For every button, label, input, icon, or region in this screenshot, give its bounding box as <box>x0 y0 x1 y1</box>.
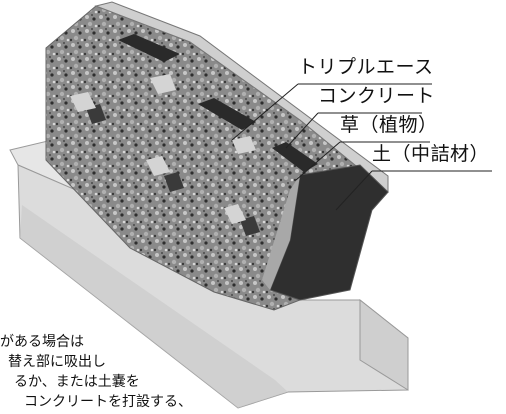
leader-line-grass <box>295 141 341 181</box>
concrete-base-shadow <box>20 205 288 408</box>
note-line: るか、または土嚢を <box>14 374 140 390</box>
block-joint <box>224 204 246 224</box>
wall-side-edge <box>262 175 300 290</box>
concrete-base-right-end <box>359 298 409 391</box>
block-joint <box>150 74 176 94</box>
leader-line-triple-ace <box>231 83 299 141</box>
note-text: がある場合は 替え部に吸出し るか、または土嚢を コンクリートを打設する、 <box>0 332 192 412</box>
block-pocket <box>240 216 260 236</box>
block-joint <box>146 156 170 176</box>
label-grass: 草（植物） <box>340 114 438 136</box>
block-pocket <box>272 142 318 172</box>
leader-line-concrete <box>285 112 319 149</box>
leader-line-soil <box>335 170 373 211</box>
note-line: 替え部に吸出し <box>8 354 106 370</box>
label-triple-ace: トリプルエース <box>298 56 434 78</box>
block-joint <box>232 136 256 154</box>
block-wall-top-rim <box>94 1 389 194</box>
label-soil: 土（中詰材） <box>372 143 490 165</box>
note-line: がある場合は <box>0 334 84 350</box>
block-pocket <box>118 34 180 62</box>
block-pocket <box>164 172 184 192</box>
label-concrete: コンクリート <box>318 85 436 107</box>
note-line: コンクリートを打設する、 <box>24 394 192 410</box>
block-pocket <box>198 98 256 130</box>
block-joint <box>70 92 96 112</box>
